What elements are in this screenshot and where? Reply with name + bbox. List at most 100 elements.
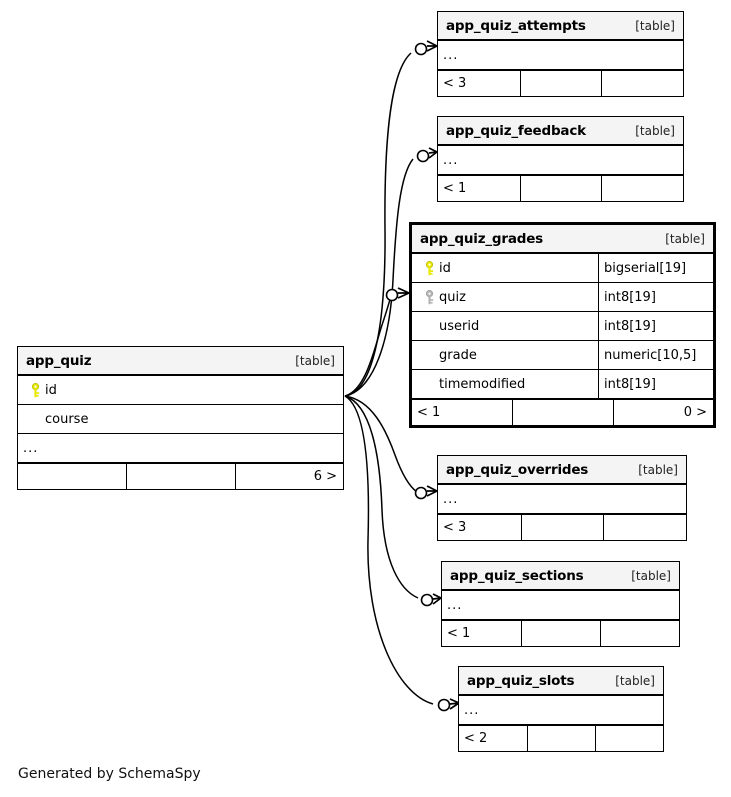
table-header: app_quiz_grades [table] (412, 225, 713, 254)
table-kind-label: [table] (615, 673, 655, 688)
table-footer: < 2 (459, 725, 663, 751)
table-node-app-quiz-attempts[interactable]: app_quiz_attempts [table] ... < 3 (437, 11, 684, 97)
cardinality-zero-grades (385, 288, 399, 302)
footer-incoming-count: < 3 (443, 520, 467, 535)
footer-outgoing-count: 0 > (612, 400, 713, 425)
table-title: app_quiz_overrides (446, 461, 589, 478)
generated-by-note: Generated by SchemaSpy (18, 766, 201, 782)
table-node-app-quiz-overrides[interactable]: app_quiz_overrides [table] ... < 3 (437, 455, 687, 541)
table-kind-label: [table] (665, 231, 705, 246)
table-kind-label: [table] (638, 462, 678, 477)
column-label: id (439, 260, 451, 276)
table-node-app-quiz-grades[interactable]: app_quiz_grades [table] id bigserial[19] (409, 222, 716, 428)
column-label: course (45, 411, 89, 427)
footer-outgoing-count (601, 176, 683, 201)
table-row[interactable]: course (18, 405, 343, 434)
primary-key-icon (25, 382, 45, 398)
column-label: timemodified (439, 376, 526, 392)
column-type-cell: numeric[10,5] (598, 341, 713, 369)
edge-app_quiz-to-app_quiz_attempts (344, 52, 412, 397)
table-title: app_quiz_slots (467, 672, 575, 689)
column-name-cell: userid (412, 312, 598, 340)
cardinality-zero-sections (420, 593, 434, 607)
cardinality-zero-slots (437, 698, 451, 712)
table-header: app_quiz_attempts [table] (438, 12, 683, 41)
footer-middle (520, 515, 604, 540)
table-kind-label: [table] (631, 568, 671, 583)
footer-incoming-count: < 1 (447, 626, 471, 641)
footer-outgoing-count: 6 > (234, 464, 343, 489)
more-columns-ellipsis: ... (438, 485, 686, 514)
more-columns-ellipsis: ... (438, 41, 683, 70)
crowfoot-feedback (428, 147, 438, 159)
column-type-cell: int8[19] (598, 312, 713, 340)
edge-app_quiz-to-app_quiz_sections (344, 395, 419, 599)
table-node-app-quiz-slots[interactable]: app_quiz_slots [table] ... < 2 (458, 666, 664, 752)
column-name-cell: course (18, 405, 343, 433)
table-title: app_quiz_feedback (446, 122, 586, 139)
footer-middle (519, 71, 602, 96)
crowfoot-sections (432, 593, 442, 605)
more-columns-ellipsis: ... (18, 434, 343, 463)
cardinality-zero-feedback (416, 149, 430, 163)
table-header: app_quiz [table] (18, 347, 343, 376)
table-title: app_quiz_attempts (446, 17, 586, 34)
table-node-app-quiz-feedback[interactable]: app_quiz_feedback [table] ... < 1 (437, 116, 684, 202)
table-row[interactable]: id (18, 376, 343, 405)
table-row[interactable]: userid int8[19] (412, 312, 713, 341)
table-footer: < 3 (438, 70, 683, 96)
table-row[interactable]: quiz int8[19] (412, 283, 713, 312)
footer-middle (126, 464, 234, 489)
column-type-cell: int8[19] (598, 283, 713, 311)
more-columns-ellipsis: ... (442, 591, 679, 620)
more-columns-ellipsis: ... (438, 146, 683, 175)
more-columns-ellipsis: ... (459, 696, 663, 725)
footer-outgoing-count (600, 621, 679, 646)
footer-incoming-count: < 1 (443, 181, 467, 196)
edge-app_quiz-to-app_quiz_overrides (344, 395, 418, 493)
column-label: quiz (439, 289, 466, 305)
column-name-cell: id (18, 376, 343, 404)
cardinality-zero-overrides (414, 486, 428, 500)
table-title: app_quiz_grades (420, 230, 543, 247)
table-node-app-quiz-sections[interactable]: app_quiz_sections [table] ... < 1 (441, 561, 680, 647)
crowfoot-overrides (426, 485, 438, 497)
table-footer: 6 > (18, 463, 343, 489)
foreign-key-icon (419, 289, 439, 305)
table-row[interactable]: timemodified int8[19] (412, 370, 713, 399)
footer-incoming-count: < 2 (464, 731, 488, 746)
column-label: id (45, 382, 57, 398)
crowfoot-attempts (426, 40, 438, 52)
column-label: userid (439, 318, 480, 334)
table-node-app-quiz[interactable]: app_quiz [table] id c (17, 346, 344, 490)
footer-incoming-count (18, 464, 126, 489)
table-footer: < 1 (438, 175, 683, 201)
footer-outgoing-count (601, 71, 683, 96)
edge-app_quiz-to-app_quiz_feedback (344, 158, 414, 397)
column-type-cell: bigserial[19] (598, 254, 713, 282)
footer-outgoing-count (595, 726, 663, 751)
table-header: app_quiz_sections [table] (442, 562, 679, 591)
edge-app_quiz-to-app_quiz_grades (344, 294, 392, 397)
table-header: app_quiz_feedback [table] (438, 117, 683, 146)
crowfoot-grades (397, 287, 410, 299)
column-name-cell: grade (412, 341, 598, 369)
edge-app_quiz-to-app_quiz_slots (344, 395, 434, 705)
table-row[interactable]: grade numeric[10,5] (412, 341, 713, 370)
footer-middle (512, 400, 612, 425)
table-header: app_quiz_slots [table] (459, 667, 663, 696)
table-title: app_quiz (26, 352, 92, 369)
table-footer: < 1 0 > (412, 399, 713, 425)
table-footer: < 3 (438, 514, 686, 540)
cardinality-zero-attempts (414, 42, 428, 56)
column-label: grade (439, 347, 477, 363)
table-header: app_quiz_overrides [table] (438, 456, 686, 485)
footer-outgoing-count (603, 515, 686, 540)
footer-middle (519, 176, 602, 201)
footer-middle (521, 621, 600, 646)
table-row[interactable]: id bigserial[19] (412, 254, 713, 283)
table-kind-label: [table] (635, 123, 675, 138)
primary-key-icon (419, 260, 439, 276)
footer-incoming-count: < 3 (443, 76, 467, 91)
